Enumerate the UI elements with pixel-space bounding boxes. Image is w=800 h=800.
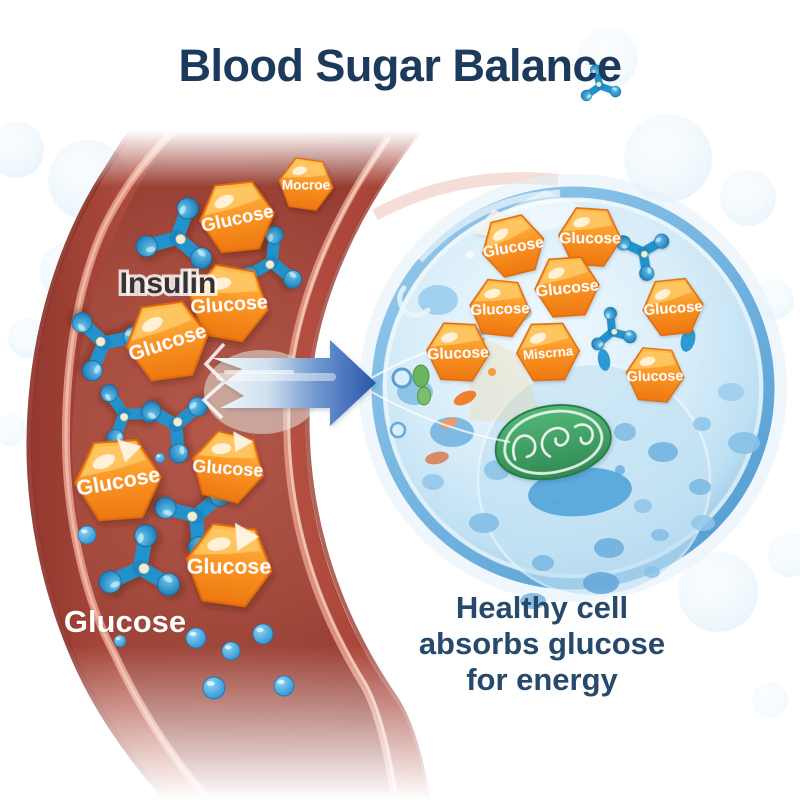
vessel-crack	[201, 342, 227, 420]
glucose-hexagon-label: Glucose	[643, 298, 703, 319]
glucose-hexagon-label: Glucose	[470, 300, 530, 319]
blue-particle	[221, 641, 241, 661]
mitochondria	[494, 404, 612, 481]
background-bubble	[720, 170, 776, 226]
glucose-hexagon: Glucose	[424, 321, 492, 383]
glucose-hexagon: Glucose	[195, 178, 279, 256]
glucose-hexagon-label: Glucose	[427, 344, 489, 363]
page-title: Blood Sugar Balance	[178, 40, 622, 91]
glucose-hexagon: Glucose	[71, 437, 165, 523]
blue-particle	[252, 623, 274, 645]
background-bubble	[0, 414, 26, 446]
glucose-hexagon-label: Glucose	[626, 368, 683, 385]
cell-caption-line: for energy	[466, 662, 618, 697]
glucose-hexagon-label: Glucose	[192, 456, 264, 481]
glucose-hexagon: Mocroe	[274, 155, 338, 213]
background-bubble	[0, 122, 44, 178]
insulin-fragment	[680, 328, 696, 352]
insulin-fragment	[597, 349, 611, 371]
blue-particle	[154, 452, 166, 464]
blue-particle	[77, 525, 97, 545]
background-bubble	[768, 533, 800, 577]
glucose-hexagon: Glucose	[180, 519, 278, 611]
glucose-hexagon: Glucose	[184, 425, 272, 509]
glucose-hexagon: Glucose	[556, 206, 624, 268]
cell-highlight	[417, 189, 561, 263]
cell-caption: Healthy cell absorbs glucose for energy	[362, 590, 722, 698]
glucose-hexagon: Glucose	[623, 345, 687, 405]
glucose-hexagon: Glucose	[472, 208, 551, 282]
blue-particle	[273, 675, 295, 697]
glucose-hexagon-label: Glucose	[559, 230, 621, 247]
healthy-cell: Glucose Glucose Glucose Glucose Glucose …	[359, 174, 787, 609]
organelle-bits	[412, 364, 496, 465]
background-bubbles	[0, 28, 800, 718]
transport-line	[367, 389, 511, 443]
glucose-hexagon: Miscrna	[515, 322, 581, 382]
glucose-hexagon: Glucose	[639, 276, 707, 338]
glucose-hexagon: Glucose	[532, 255, 602, 319]
background-bubble	[624, 114, 712, 202]
glucose-hexagon-label: Mocroe	[282, 177, 331, 192]
vessel-contents: Mocroe Glucose Glucose Glucose Glucose G…	[64, 60, 628, 700]
glucose-hexagon-label: Glucose	[535, 277, 600, 301]
glucose-hexagon-label: Miscrna	[522, 343, 574, 362]
transfer-arrow	[212, 340, 376, 426]
glucose-hexagon-label: Glucose	[190, 291, 269, 318]
glucose-hexagon: Glucose	[466, 277, 534, 339]
background-bubble	[752, 682, 788, 718]
cell-caption-line: absorbs glucose	[418, 626, 666, 661]
glucose-hexagon: Glucose	[120, 297, 214, 385]
glucose-label: Glucose	[64, 604, 186, 639]
cell-caption-line: Healthy cell	[455, 590, 629, 625]
glucose-hexagon: Glucose	[183, 260, 275, 346]
blue-particle	[185, 627, 207, 649]
background-bubble	[678, 552, 758, 632]
blue-particle	[202, 676, 226, 700]
glucose-hexagon-label: Glucose	[187, 555, 272, 579]
insulin-label: Insulin	[120, 267, 217, 300]
